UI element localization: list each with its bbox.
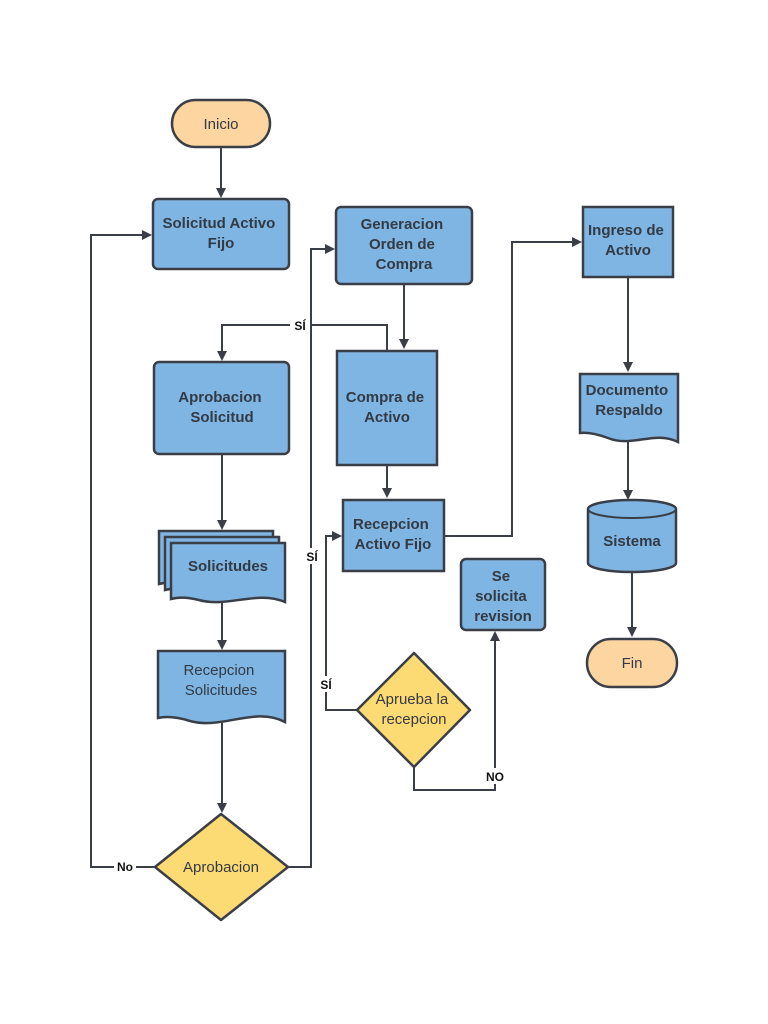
node-recepcion-activo-fijo: Recepcion Activo Fijo [341, 498, 446, 573]
database-rim [587, 508, 677, 519]
node-generacion-label: Generacion Orden de Compra [361, 216, 448, 273]
node-aprueba-label: Aprueba la recepcion [376, 691, 453, 728]
node-sistema-label: Sistema [603, 533, 661, 550]
node-solicitud-activo-fijo: Solicitud Activo Fijo [151, 197, 291, 271]
node-aprobacion-solicitud-label: Aprobacion Solicitud [178, 389, 266, 426]
node-generacion-orden: Generacion Orden de Compra [334, 205, 474, 286]
node-aprobacion-decision: Aprobacion [153, 812, 290, 922]
process-shape [581, 205, 675, 279]
edge-label-bg [482, 768, 508, 784]
node-fin-label: Fin [622, 655, 643, 672]
edge-label-bg [317, 676, 335, 692]
edge-recepcion-activo-ingreso [444, 237, 582, 537]
node-documento-label: Documento Respaldo [586, 382, 673, 419]
edge-label-bg [303, 548, 321, 564]
node-solicitud-label: Solicitud Activo Fijo [163, 215, 280, 252]
node-ingreso-activo: Ingreso de Activo [581, 205, 675, 279]
node-inicio-label: Inicio [203, 116, 238, 133]
edge-label-bg [114, 859, 136, 875]
edge-label-no-bottom: NO [486, 770, 504, 784]
node-recepcion-solicitudes: Recepcion Solicitudes [156, 649, 287, 725]
node-aprobacion-solicitud: Aprobacion Solicitud [152, 360, 291, 456]
node-sistema: Sistema [586, 498, 678, 574]
edge-no-aprobacion-solicitud [90, 230, 155, 868]
node-solicita-revision: Se solicita revision [459, 557, 547, 632]
node-documento-respaldo: Documento Respaldo [578, 372, 680, 445]
terminal-shape [585, 637, 679, 689]
node-aprueba-recepcion: Aprueba la recepcion [355, 651, 472, 769]
edge-label-si-top: SÍ [294, 318, 306, 333]
decision-shape [355, 651, 472, 769]
edge-aprueba-revision [413, 631, 500, 791]
node-solicitudes-label: Solicitudes [188, 558, 268, 575]
decision-shape [153, 812, 290, 922]
node-compra-activo: Compra de Activo [335, 349, 439, 467]
node-fin: Fin [585, 637, 679, 689]
process-shape [152, 360, 291, 456]
process-shape [334, 205, 474, 286]
node-inicio: Inicio [170, 98, 272, 149]
multi-document-shape-front [169, 541, 287, 604]
process-shape [341, 498, 446, 573]
edge-label-no-left: No [117, 860, 133, 874]
process-shape [335, 349, 439, 467]
terminal-shape [170, 98, 272, 149]
node-compra-label: Compra de Activo [346, 389, 429, 426]
node-ingreso-label: Ingreso de Activo [588, 222, 668, 259]
process-shape [151, 197, 291, 271]
node-recepcion-solicitudes-label: Recepcion Solicitudes [183, 662, 258, 699]
node-solicitudes: Solicitudes [157, 529, 287, 604]
edge-aprueba-recepcion-activo [325, 531, 357, 711]
document-shape [156, 649, 287, 725]
edge-label-bg [290, 317, 310, 333]
edge-label-si-low: SÍ [320, 677, 332, 692]
nodes: Inicio Solicitud Activo Fijo Aprobacion … [151, 98, 680, 922]
node-revision-label: Se solicita revision [474, 568, 532, 625]
edge-label-si-mid: SÍ [306, 549, 318, 564]
database-shape [586, 498, 678, 574]
process-shape [459, 557, 547, 632]
node-recepcion-activo-label: Recepcion Activo Fijo [353, 516, 433, 553]
edge-labels: SÍ SÍ SÍ No NO [114, 317, 508, 875]
node-aprobacion-label: Aprobacion [183, 859, 259, 876]
document-shape [578, 372, 680, 445]
